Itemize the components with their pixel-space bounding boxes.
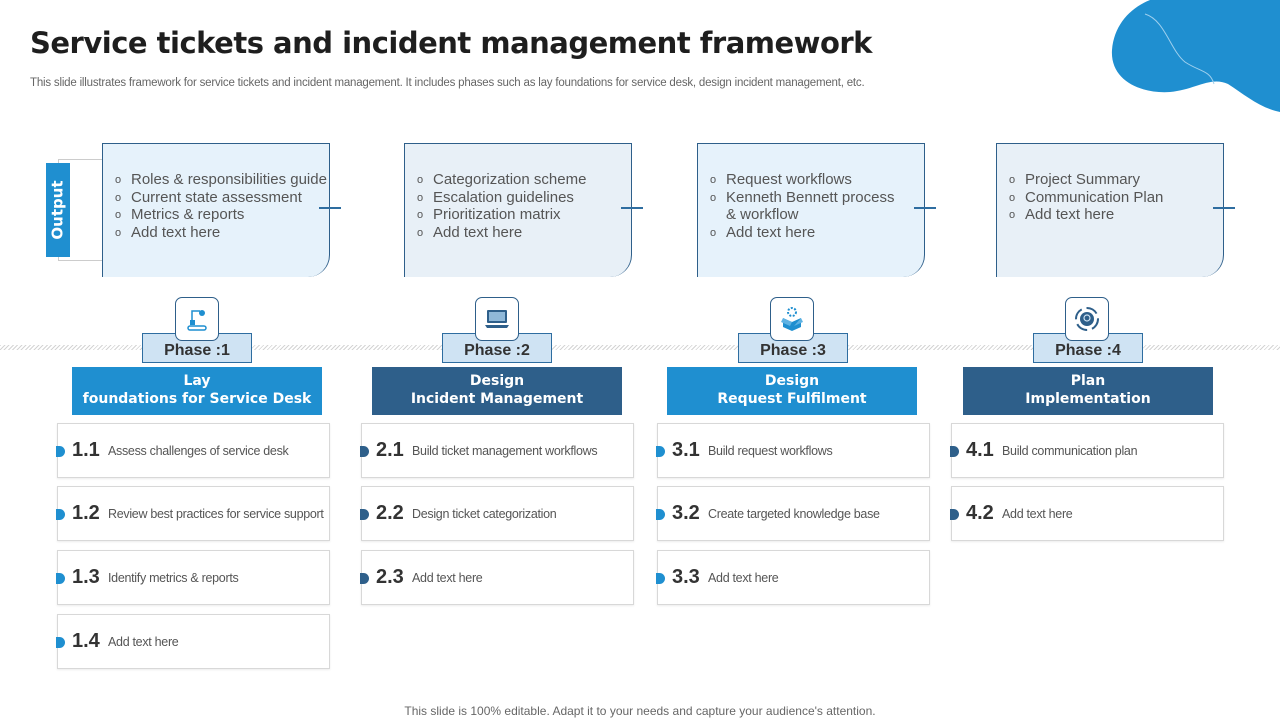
page-title: Service tickets and incident management …	[30, 26, 872, 60]
task-text: Add text here	[708, 570, 779, 585]
output-item: Categorization scheme	[417, 171, 631, 189]
task-text: Add text here	[1002, 506, 1073, 521]
bullet-dot	[360, 446, 369, 457]
output-item: Project Summary	[1009, 171, 1223, 189]
task-number: 4.2	[966, 502, 994, 524]
task-card: 1.1 Assess challenges of service desk	[56, 423, 330, 478]
task-card: 2.2 Design ticket categorization	[360, 486, 634, 541]
output-box-phase-3: Request workflowsKenneth Bennett process…	[697, 143, 925, 277]
task-number: 1.2	[72, 502, 100, 524]
task-card: 3.3 Add text here	[656, 550, 930, 605]
connector-tick	[1213, 207, 1235, 209]
task-card: 2.1 Build ticket management workflows	[360, 423, 634, 478]
task-text: Identify metrics & reports	[108, 570, 239, 585]
bullet-dot	[56, 509, 65, 520]
laptop-icon	[475, 297, 519, 341]
task-text: Build request workflows	[708, 443, 833, 458]
task-card: 2.3 Add text here	[360, 550, 634, 605]
bullet-dot	[950, 446, 959, 457]
task-card: 3.2 Create targeted knowledge base	[656, 486, 930, 541]
output-item: Communication Plan	[1009, 189, 1223, 207]
connector-tick	[914, 207, 936, 209]
task-number: 1.3	[72, 566, 100, 588]
task-card: 4.2 Add text here	[950, 486, 1224, 541]
task-text: Assess challenges of service desk	[108, 443, 289, 458]
task-number: 3.1	[672, 439, 700, 461]
task-card: 4.1 Build communication plan	[950, 423, 1224, 478]
task-card: 1.4 Add text here	[56, 614, 330, 669]
bullet-dot	[56, 446, 65, 457]
cycle-lightbulb-icon	[1065, 297, 1109, 341]
bullet-dot	[56, 573, 65, 584]
task-number: 2.3	[376, 566, 404, 588]
task-number: 2.2	[376, 502, 404, 524]
output-item: Add text here	[115, 224, 329, 242]
task-number: 2.1	[376, 439, 404, 461]
output-item: & workflow	[726, 206, 799, 223]
task-text: Create targeted knowledge base	[708, 506, 880, 521]
output-box-phase-2: Categorization schemeEscalation guidelin…	[404, 143, 632, 277]
bullet-dot	[656, 446, 665, 457]
task-card: 3.1 Build request workflows	[656, 423, 930, 478]
divider-band	[0, 345, 1280, 350]
output-item: Kenneth Bennett process	[710, 189, 924, 207]
bullet-dot	[656, 509, 665, 520]
connector-tick	[319, 207, 341, 209]
task-text: Add text here	[108, 634, 179, 649]
bullet-dot	[656, 573, 665, 584]
output-box-phase-1: Roles & responsibilities guideCurrent st…	[102, 143, 330, 277]
output-item: Add text here	[1009, 206, 1223, 224]
connector-tick	[621, 207, 643, 209]
task-text: Review best practices for service suppor…	[108, 506, 324, 521]
footer-note: This slide is 100% editable. Adapt it to…	[404, 704, 876, 718]
output-item: Prioritization matrix	[417, 206, 631, 224]
decorative-blob	[1111, 0, 1280, 112]
output-item: Escalation guidelines	[417, 189, 631, 207]
task-text: Build ticket management workflows	[412, 443, 598, 458]
output-item: Add text here	[710, 224, 924, 242]
task-text: Design ticket categorization	[412, 506, 557, 521]
output-item: Add text here	[417, 224, 631, 242]
task-card: 1.2 Review best practices for service sup…	[56, 486, 330, 541]
conveyor-robot-arm-icon	[175, 297, 219, 341]
output-item: Roles & responsibilities guide	[115, 171, 329, 189]
page-subtitle: This slide illustrates framework for ser…	[30, 77, 865, 89]
output-box-phase-4: Project SummaryCommunication PlanAdd tex…	[996, 143, 1224, 277]
gear-box-icon	[770, 297, 814, 341]
task-number: 3.3	[672, 566, 700, 588]
output-label: Output	[46, 163, 70, 257]
bullet-dot	[56, 637, 65, 648]
task-text: Add text here	[412, 570, 483, 585]
bullet-dot	[360, 573, 369, 584]
output-item: Metrics & reports	[115, 206, 329, 224]
task-number: 1.4	[72, 630, 100, 652]
output-item: Current state assessment	[115, 189, 329, 207]
task-number: 3.2	[672, 502, 700, 524]
task-text: Build communication plan	[1002, 443, 1138, 458]
task-number: 1.1	[72, 439, 100, 461]
task-number: 4.1	[966, 439, 994, 461]
bullet-dot	[360, 509, 369, 520]
task-card: 1.3 Identify metrics & reports	[56, 550, 330, 605]
bullet-dot	[950, 509, 959, 520]
output-item: Request workflows	[710, 171, 924, 189]
